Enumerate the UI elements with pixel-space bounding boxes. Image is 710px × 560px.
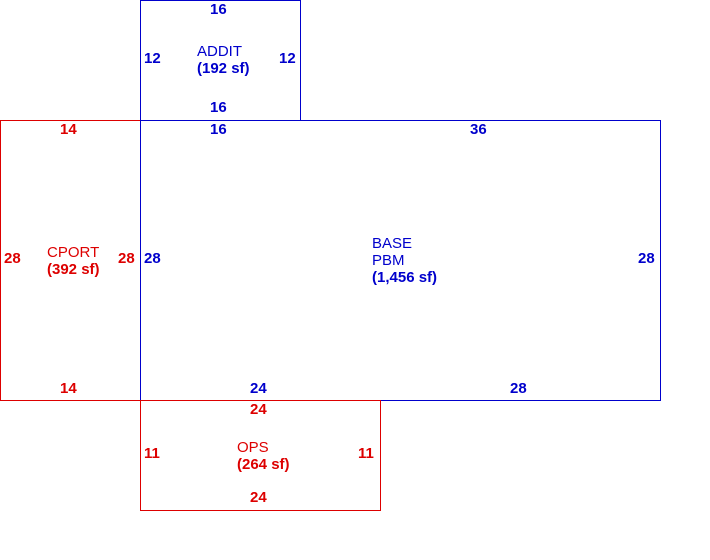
base-room-name: BASE (372, 235, 413, 252)
ops-right-dimension: 11 (358, 445, 374, 462)
base-right-dimension: 28 (638, 250, 655, 267)
base-room-code: PBM (372, 252, 405, 269)
ops-left-dimension: 11 (144, 445, 160, 462)
ops-room-name: OPS (237, 439, 269, 456)
base-bottom-right-dimension: 28 (510, 380, 527, 397)
addit-room-name: ADDIT (197, 43, 242, 60)
addit-top-dimension: 16 (210, 1, 227, 18)
cport-top-dimension: 14 (60, 121, 77, 138)
ops-room (140, 400, 381, 511)
addit-right-dimension: 12 (279, 50, 296, 67)
ops-room-area: (264 sf) (237, 456, 290, 473)
ops-room-label: OPS (264 sf) (237, 439, 290, 473)
base-top-right-dimension: 36 (470, 121, 487, 138)
ops-top-dimension: 24 (250, 401, 267, 418)
cport-room-area: (392 sf) (47, 261, 100, 278)
addit-room-label: ADDIT (192 sf) (197, 43, 250, 77)
cport-bottom-dimension: 14 (60, 380, 77, 397)
cport-left-dimension: 28 (4, 250, 21, 267)
base-room (140, 120, 661, 401)
ops-bottom-dimension: 24 (250, 489, 267, 506)
cport-room-label: CPORT (392 sf) (47, 244, 100, 278)
base-room-area: (1,456 sf) (372, 269, 438, 286)
addit-room-area: (192 sf) (197, 60, 250, 77)
cport-room-name: CPORT (47, 244, 100, 261)
base-bottom-left-dimension: 24 (250, 380, 267, 397)
addit-left-dimension: 12 (144, 50, 161, 67)
base-room-label: BASE PBM (1,456 sf) (372, 235, 437, 286)
cport-right-dimension: 28 (118, 250, 135, 267)
base-top-left-dimension: 16 (210, 121, 227, 138)
base-left-dimension: 28 (144, 250, 161, 267)
addit-bottom-dimension: 16 (210, 99, 227, 116)
